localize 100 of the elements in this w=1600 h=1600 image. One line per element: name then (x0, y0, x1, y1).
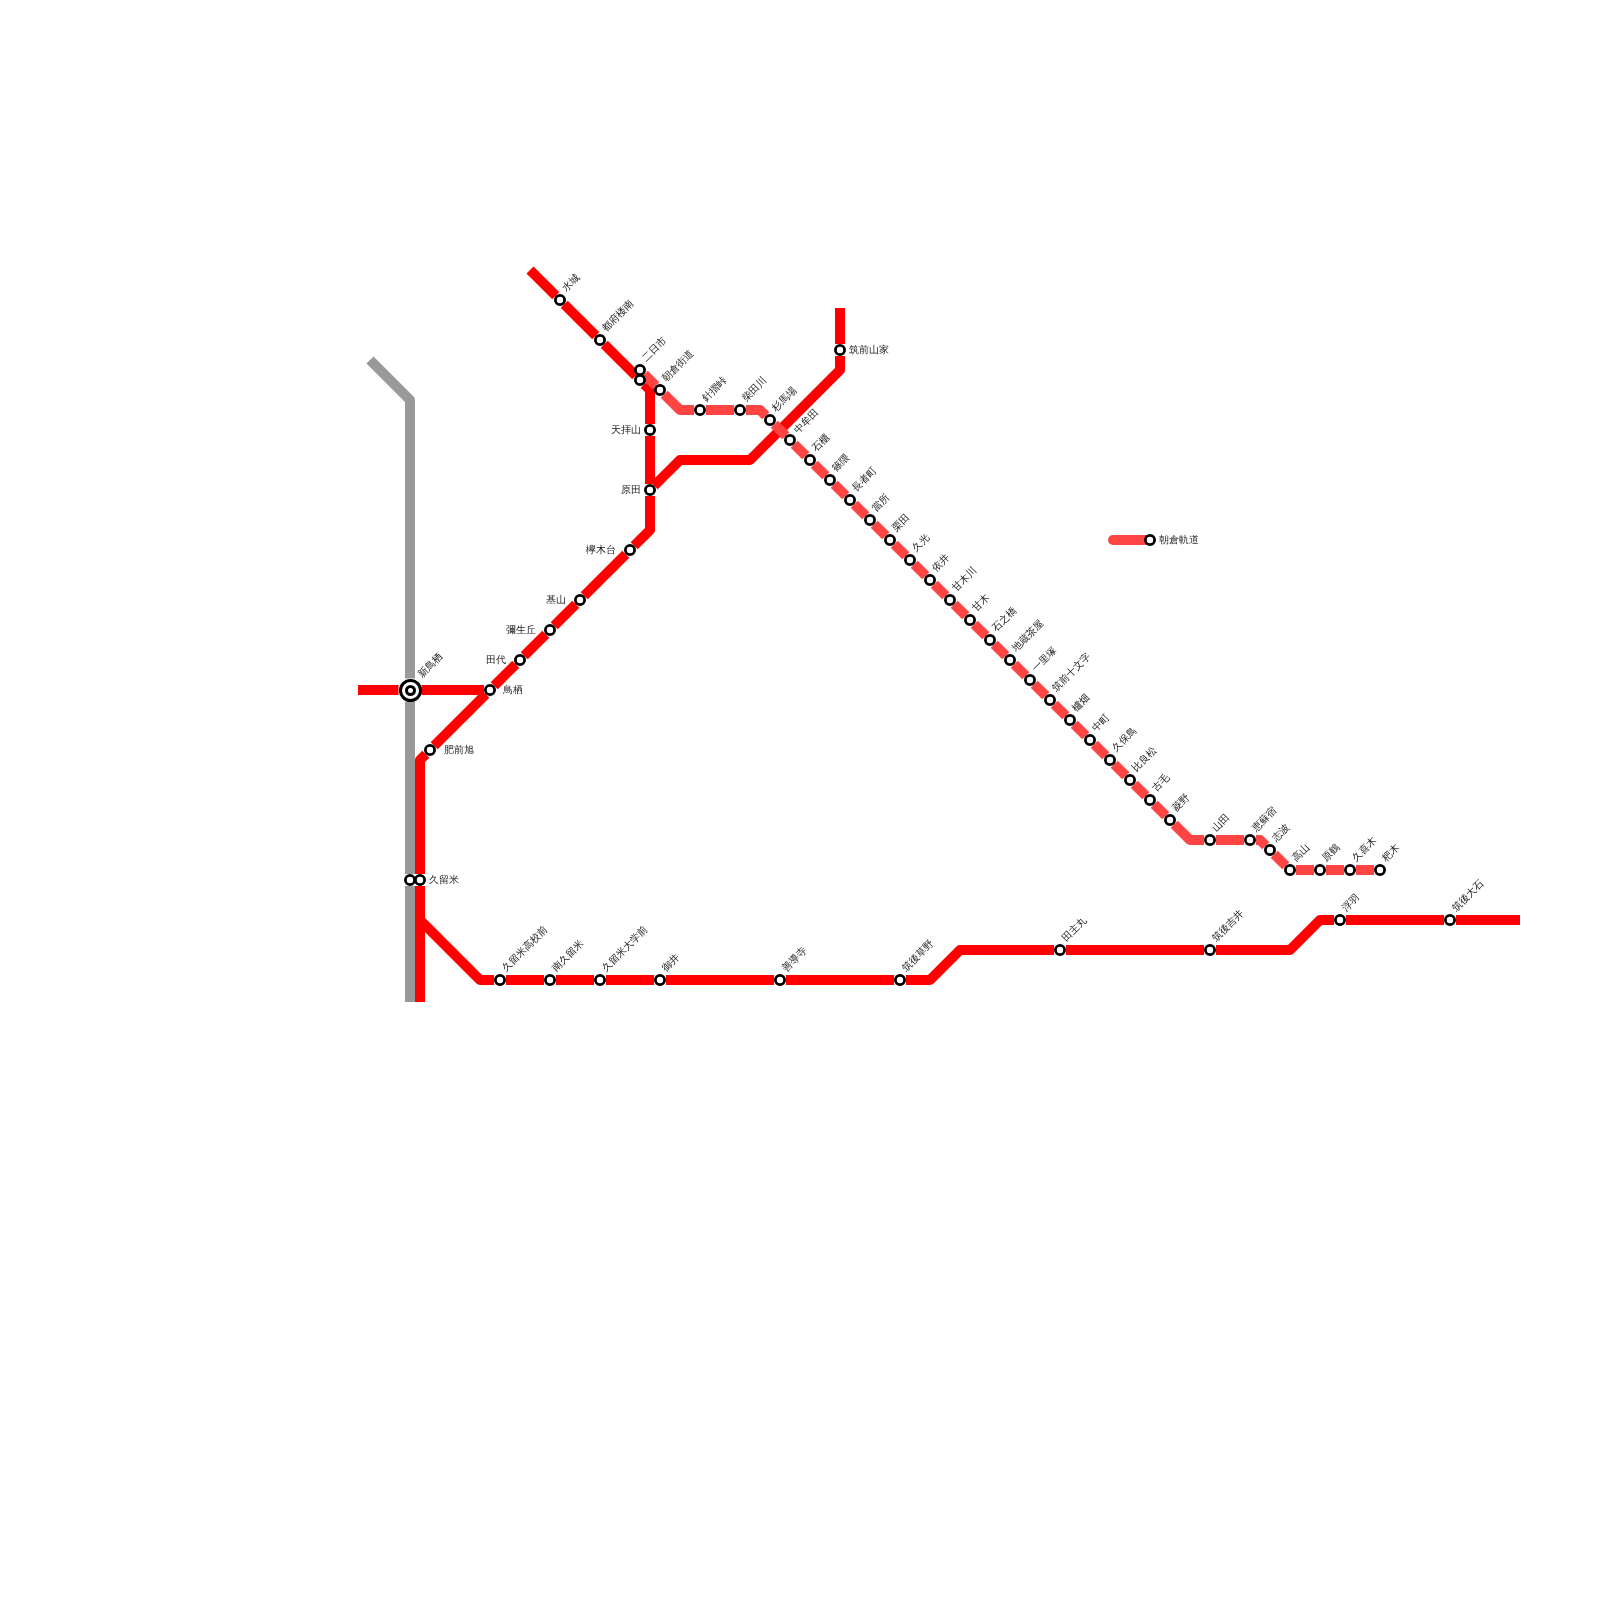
station-name: 柴田川 (739, 374, 770, 405)
rail-line (506, 975, 544, 985)
station-marker (544, 624, 556, 636)
rail-line (990, 640, 1010, 660)
station-marker (764, 414, 776, 426)
station-name: 原鶴 (1319, 841, 1343, 865)
rail-line (970, 620, 990, 640)
rail-line (950, 600, 970, 620)
station-name: 久留米高校前 (499, 923, 551, 975)
rail-line (930, 580, 950, 600)
station-name: 御井 (659, 951, 683, 975)
rail-line (770, 420, 790, 440)
station-marker (964, 614, 976, 626)
rail-line (890, 540, 910, 560)
rail-line (1030, 680, 1050, 700)
station-marker (634, 374, 646, 386)
rail-line (556, 975, 594, 985)
station-marker (1104, 754, 1116, 766)
station-marker (984, 634, 996, 646)
station-marker (594, 974, 606, 986)
rail-line (1066, 945, 1204, 955)
station-marker (1064, 714, 1076, 726)
rail-line (1456, 915, 1520, 925)
rail-line (358, 685, 399, 695)
rail-line (1296, 865, 1314, 875)
station-marker (904, 554, 916, 566)
station-marker (884, 534, 896, 546)
station-marker (1144, 794, 1156, 806)
station-name: 久留米大学前 (599, 923, 651, 975)
station-marker (414, 874, 426, 886)
interchange-marker (398, 678, 422, 702)
station-marker (1264, 844, 1276, 856)
station-name: 山田 (1209, 811, 1233, 835)
rail-line (1110, 760, 1130, 780)
station-marker (844, 494, 856, 506)
rail-line (405, 701, 415, 874)
station-marker (644, 484, 656, 496)
rail-line (1150, 800, 1170, 820)
station-marker (1084, 734, 1096, 746)
station-marker (1344, 864, 1356, 876)
station-name: 鳥栖 (503, 684, 523, 696)
rail-line (830, 480, 850, 500)
station-name: 田主丸 (1059, 914, 1090, 945)
legend-label: 朝倉軌道 (1159, 534, 1199, 546)
rail-line (1010, 660, 1030, 680)
station-marker (784, 434, 796, 446)
station-marker (1284, 864, 1296, 876)
station-marker (734, 404, 746, 416)
station-name: 南久留米 (549, 937, 587, 975)
station-marker (644, 424, 656, 436)
station-name: 筑後吉井 (1209, 907, 1247, 945)
rail-line (550, 600, 580, 630)
station-marker (1374, 864, 1386, 876)
station-marker (1204, 944, 1216, 956)
station-name: 筑後大石 (1449, 877, 1487, 915)
rail-line (1170, 820, 1204, 845)
rail-line (366, 356, 415, 679)
station-name: 杷木 (1379, 841, 1403, 865)
rail-line (666, 975, 774, 985)
station-marker (894, 974, 906, 986)
rail-line (630, 496, 655, 550)
rail-line (1130, 780, 1150, 800)
station-marker (404, 874, 416, 886)
rail-line (660, 390, 694, 415)
station-marker (484, 684, 496, 696)
station-name: 久喜木 (1349, 834, 1380, 865)
station-name: 肥前旭 (444, 744, 474, 756)
station-name: 彌生丘 (506, 624, 536, 636)
rail-line (706, 405, 734, 415)
rail-line (415, 750, 430, 874)
station-marker (924, 574, 936, 586)
station-marker (1124, 774, 1136, 786)
station-name: 筑後草野 (899, 937, 937, 975)
station-name: 新鳥栖 (415, 650, 446, 681)
rail-line (520, 630, 550, 660)
station-marker (594, 334, 606, 346)
station-marker (694, 404, 706, 416)
rail-line (430, 690, 490, 750)
station-marker (424, 744, 436, 756)
station-name: 久留米 (429, 874, 459, 886)
rail-line (850, 500, 870, 520)
station-marker (864, 514, 876, 526)
station-marker (634, 364, 646, 376)
rail-line (910, 560, 930, 580)
station-name: 善導寺 (779, 944, 810, 975)
rail-line (526, 266, 560, 300)
rail-line (606, 975, 654, 985)
station-name: 浮羽 (1339, 891, 1363, 915)
rail-line (1346, 915, 1444, 925)
station-name: 針摺峠 (699, 374, 730, 405)
rail-line (810, 460, 830, 480)
station-marker (494, 974, 506, 986)
station-marker (1044, 694, 1056, 706)
station-marker (574, 594, 586, 606)
station-marker (1244, 834, 1256, 846)
station-marker (554, 294, 566, 306)
rail-line (405, 886, 415, 1002)
station-marker (1164, 814, 1176, 826)
rail-line (1070, 720, 1090, 740)
station-name: 都府楼南 (599, 297, 637, 335)
